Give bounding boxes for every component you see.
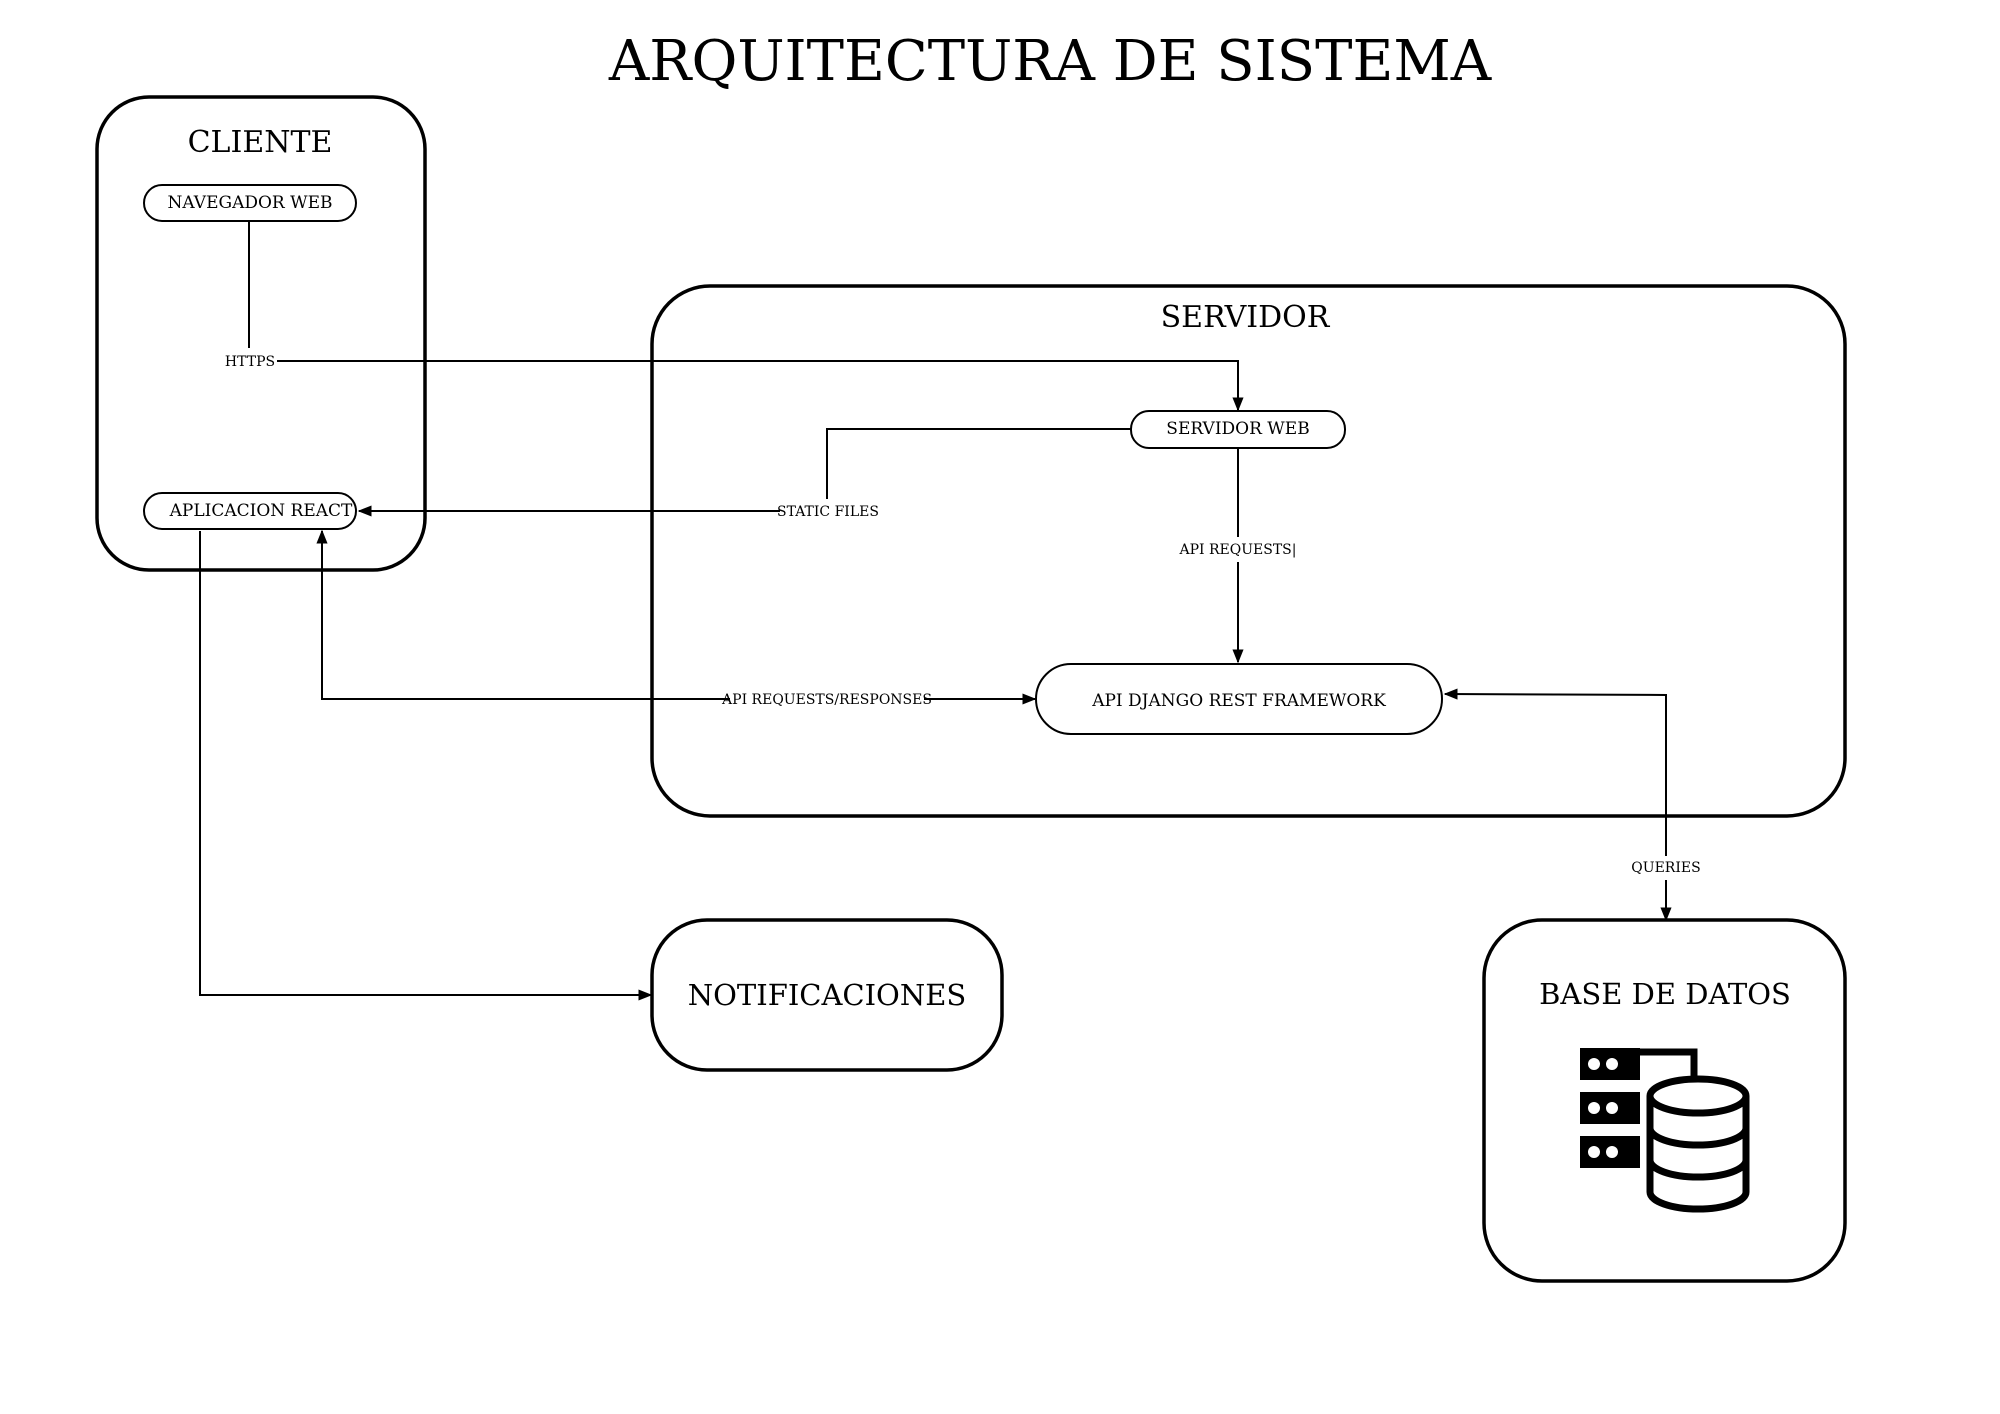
servidor-web-label: SERVIDOR WEB <box>1166 419 1309 439</box>
notificaciones-title: NOTIFICACIONES <box>688 978 967 1012</box>
queries-connector-to-api <box>1443 688 1667 856</box>
navegador-web-node <box>143 184 357 222</box>
api-django-node <box>1035 663 1443 735</box>
aplicacion-react-node <box>143 492 357 530</box>
https-label: HTTPS <box>225 354 275 370</box>
static-files-line-up <box>826 428 1131 499</box>
queries-label: QUERIES <box>1631 860 1700 876</box>
api-requests-label: API REQUESTS| <box>1178 542 1296 558</box>
https-connector <box>277 360 1244 412</box>
servidor-title: SERVIDOR <box>1161 300 1331 335</box>
navegador-web-label: NAVEGADOR WEB <box>168 193 333 213</box>
api-requests-responses-label: API REQUESTS/RESPONSES <box>721 692 932 708</box>
servidor-container <box>650 284 1847 818</box>
base-de-datos-title: BASE DE DATOS <box>1539 977 1791 1011</box>
servidor-web-node <box>1130 410 1346 449</box>
aplicacion-react-label: APLICACION REACT <box>169 501 353 521</box>
diagram-title: ARQUITECTURA DE SISTEMA <box>608 29 1492 94</box>
database-server-icon <box>1580 1048 1750 1213</box>
api-django-label: API DJANGO REST FRAMEWORK <box>1091 691 1386 711</box>
cliente-title: CLIENTE <box>188 125 333 160</box>
api-requests-responses-connector-to-react <box>316 529 730 700</box>
notificaciones-connector <box>199 531 653 1001</box>
static-files-label: STATIC FILES <box>777 504 879 520</box>
